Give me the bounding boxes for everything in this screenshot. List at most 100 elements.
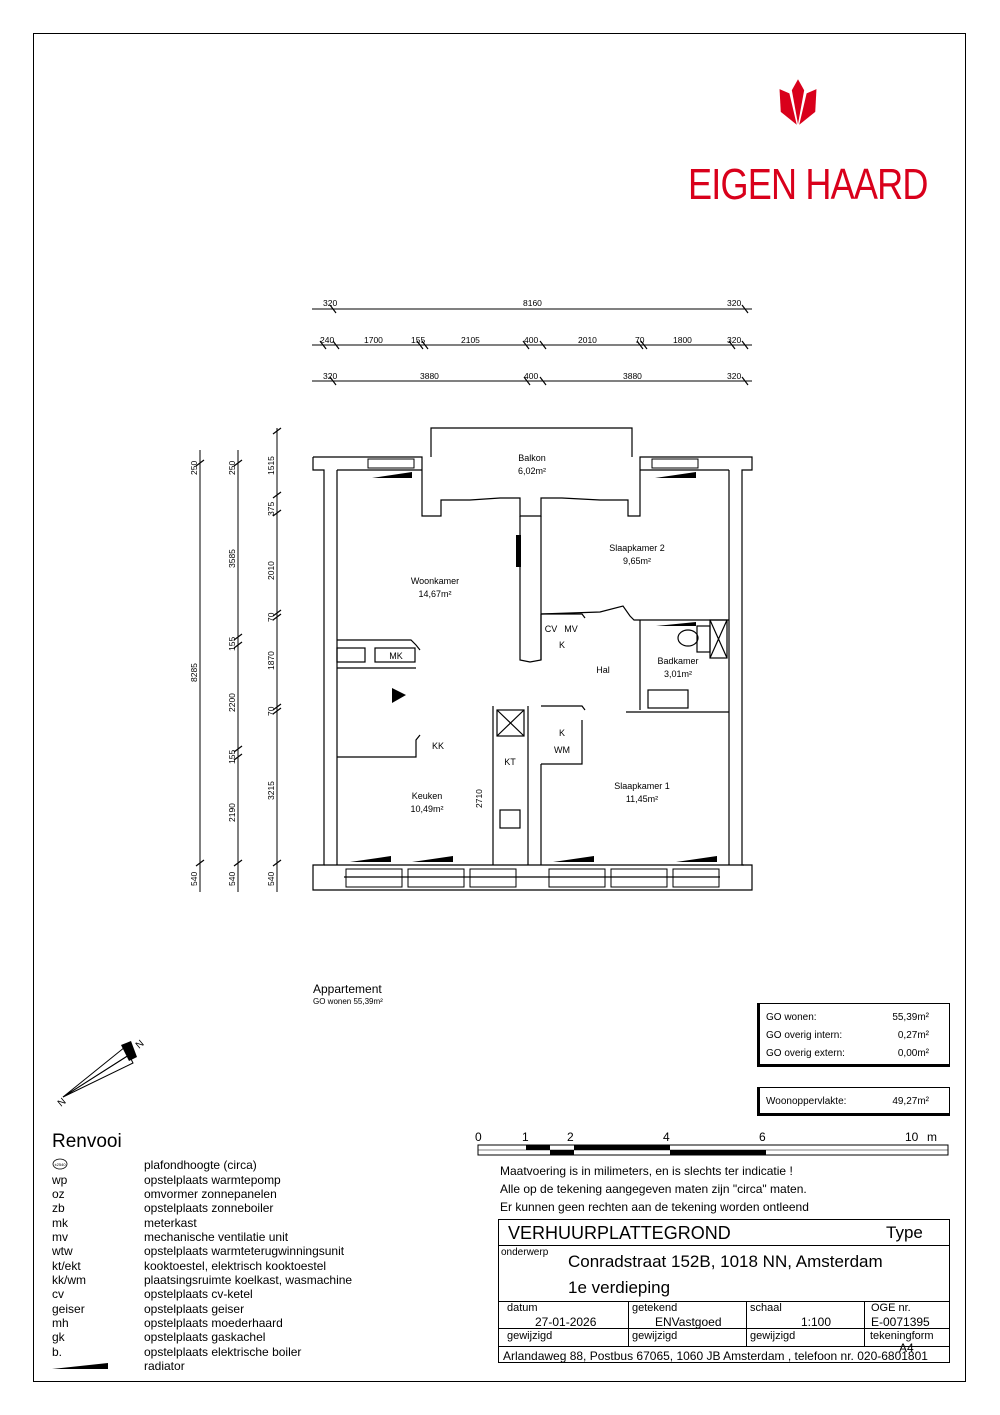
dim-c2-5: 155 bbox=[227, 750, 237, 764]
drawing-title: VERHUURPLATTEGROND bbox=[508, 1223, 731, 1243]
keuken-area: 10,49m² bbox=[410, 804, 443, 814]
renvooi-desc: opstelplaats elektrische boiler bbox=[144, 1345, 302, 1359]
onderwerp-label: onderwerp bbox=[501, 1247, 549, 1258]
floor-level: 1e verdieping bbox=[568, 1278, 671, 1297]
note-3: Er kunnen geen rechten aan de tekening w… bbox=[500, 1200, 809, 1214]
dim-c3-4: 70 bbox=[266, 612, 276, 622]
mv-label: MV bbox=[564, 624, 578, 634]
radiator-icon bbox=[52, 1359, 132, 1373]
woonoppervlakte-row: Woonoppervlakte: 49,27m² bbox=[766, 1096, 929, 1110]
kk-label: KK bbox=[432, 741, 444, 751]
dim-c3-5: 1870 bbox=[266, 651, 276, 670]
scale-label-0: 0 bbox=[475, 1130, 482, 1144]
floor-plan: 320 8160 320 240 1700 155 2105 400 2010 … bbox=[189, 298, 753, 892]
dim-r2-4: 2105 bbox=[461, 335, 480, 345]
dim-r2-6: 2010 bbox=[578, 335, 597, 345]
renvooi-code: wp bbox=[52, 1173, 68, 1187]
ceiling-height-icon: ±2540 bbox=[52, 1158, 132, 1173]
eigen-haard-logo bbox=[779, 79, 817, 125]
footer-address: Arlandaweg 88, Postbus 67065, 1060 JB Am… bbox=[503, 1349, 928, 1363]
renvooi-desc: plaatsingsruimte koelkast, wasmachine bbox=[144, 1273, 353, 1287]
dim-c2-3: 155 bbox=[227, 637, 237, 651]
dim-r1-3: 320 bbox=[727, 298, 741, 308]
dim-r2-7: 70 bbox=[635, 335, 645, 345]
dim-r2-2: 1700 bbox=[364, 335, 383, 345]
mk-label: MK bbox=[389, 651, 403, 661]
dim-r3-3: 400 bbox=[524, 371, 538, 381]
dim-c3-3: 2010 bbox=[266, 561, 276, 580]
dim-c3-7: 3215 bbox=[266, 781, 276, 800]
gewijzigd-label-2: gewijzigd bbox=[632, 1330, 678, 1342]
area-value: 0,27m² bbox=[897, 1030, 929, 1041]
dim-r3-2: 3880 bbox=[420, 371, 439, 381]
dim-c2-2: 3585 bbox=[227, 549, 237, 568]
compass-n-top: N bbox=[134, 1038, 147, 1051]
area-row: GO overig intern: 0,27m² bbox=[766, 1030, 929, 1044]
renvooi-code: mv bbox=[52, 1230, 68, 1244]
slaapkamer1-area: 11,45m² bbox=[626, 794, 658, 804]
dim-c3-2: 375 bbox=[266, 502, 276, 516]
renvooi-desc: opstelplaats gaskachel bbox=[144, 1330, 266, 1344]
renvooi-desc: opstelplaats moederhaard bbox=[144, 1316, 283, 1330]
ceiling-symbol-text: ±2540 bbox=[54, 1162, 66, 1167]
renvooi-desc: opstelplaats zonneboiler bbox=[144, 1201, 274, 1215]
badkamer-area: 3,01m² bbox=[664, 669, 692, 679]
renvooi-code: mh bbox=[52, 1316, 69, 1330]
dim-c1-2: 8285 bbox=[189, 663, 199, 682]
woonoppervlakte-value: 49,27m² bbox=[892, 1096, 929, 1107]
gewijzigd-label-3: gewijzigd bbox=[750, 1330, 796, 1342]
renvooi-code: gk bbox=[52, 1330, 65, 1344]
renvooi-code: b. bbox=[52, 1345, 63, 1359]
renvooi-code: kt/ekt bbox=[52, 1259, 81, 1273]
drawing-frame bbox=[33, 33, 966, 1382]
dim-r2-1: 240 bbox=[320, 335, 334, 345]
badkamer-label: Badkamer bbox=[657, 656, 698, 666]
balkon-label: Balkon bbox=[518, 453, 546, 463]
scale-label-6: 6 bbox=[759, 1130, 766, 1144]
oge-value: E-0071395 bbox=[871, 1315, 930, 1329]
dim-r2-9: 320 bbox=[727, 335, 741, 345]
scale-label-4: 4 bbox=[663, 1130, 670, 1144]
title-block: VERHUURPLATTEGROND Type onderwerp Conrad… bbox=[498, 1219, 950, 1363]
area-value: 55,39m² bbox=[892, 1012, 929, 1023]
gewijzigd-label-1: gewijzigd bbox=[507, 1330, 553, 1342]
north-arrow-icon: N N bbox=[56, 1038, 147, 1109]
dim-c1-3: 540 bbox=[189, 872, 199, 886]
renvooi-desc: omvormer zonnepanelen bbox=[144, 1187, 277, 1201]
scale-label-10: 10 bbox=[905, 1130, 919, 1144]
dim-r1-1: 320 bbox=[323, 298, 337, 308]
renvooi-desc: opstelplaats warmteterugwinningsunit bbox=[144, 1244, 345, 1258]
dim-r2-8: 1800 bbox=[673, 335, 692, 345]
scale-bar: 0 1 2 4 6 10 m bbox=[475, 1130, 949, 1156]
renvooi-desc: kooktoestel, elektrisch kooktoestel bbox=[144, 1259, 327, 1273]
schaal-value: 1:100 bbox=[801, 1315, 832, 1329]
slaapkamer1-label: Slaapkamer 1 bbox=[614, 781, 670, 791]
scale-label-1: 1 bbox=[522, 1130, 529, 1144]
dim-inner: 2710 bbox=[474, 789, 484, 808]
renvooi-desc: radiator bbox=[144, 1359, 185, 1373]
dim-c2-4: 2200 bbox=[227, 693, 237, 712]
area-summary: GO wonen: 55,39m² GO overig intern: 0,27… bbox=[757, 1003, 950, 1067]
renvooi-code: zb bbox=[52, 1201, 65, 1215]
k1-label: K bbox=[559, 640, 565, 650]
scale-label-2: 2 bbox=[567, 1130, 574, 1144]
area-label: GO wonen: bbox=[766, 1012, 817, 1023]
renvooi-code: kk/wm bbox=[52, 1273, 86, 1287]
renvooi-code: cv bbox=[52, 1287, 64, 1301]
renvooi-desc: mechanische ventilatie unit bbox=[144, 1230, 289, 1244]
tekeningform-label: tekeningform bbox=[870, 1330, 934, 1342]
area-value: 0,00m² bbox=[897, 1048, 929, 1059]
tekeningform-value: A4 bbox=[899, 1341, 914, 1355]
woonoppervlakte-box: Woonoppervlakte: 49,27m² bbox=[757, 1087, 950, 1116]
type-label: Type bbox=[886, 1223, 923, 1242]
woonkamer-label: Woonkamer bbox=[411, 576, 459, 586]
balkon-area: 6,02m² bbox=[518, 466, 546, 476]
wm-label: WM bbox=[554, 745, 570, 755]
dim-r2-3: 155 bbox=[411, 335, 425, 345]
compass-n-bottom: N bbox=[56, 1096, 69, 1109]
dim-r3-5: 320 bbox=[727, 371, 741, 381]
renvooi-desc: opstelplaats warmtepomp bbox=[144, 1173, 281, 1187]
dim-r3-1: 320 bbox=[323, 371, 337, 381]
dim-c2-6: 2190 bbox=[227, 803, 237, 822]
area-row: GO wonen: 55,39m² bbox=[766, 1012, 929, 1026]
